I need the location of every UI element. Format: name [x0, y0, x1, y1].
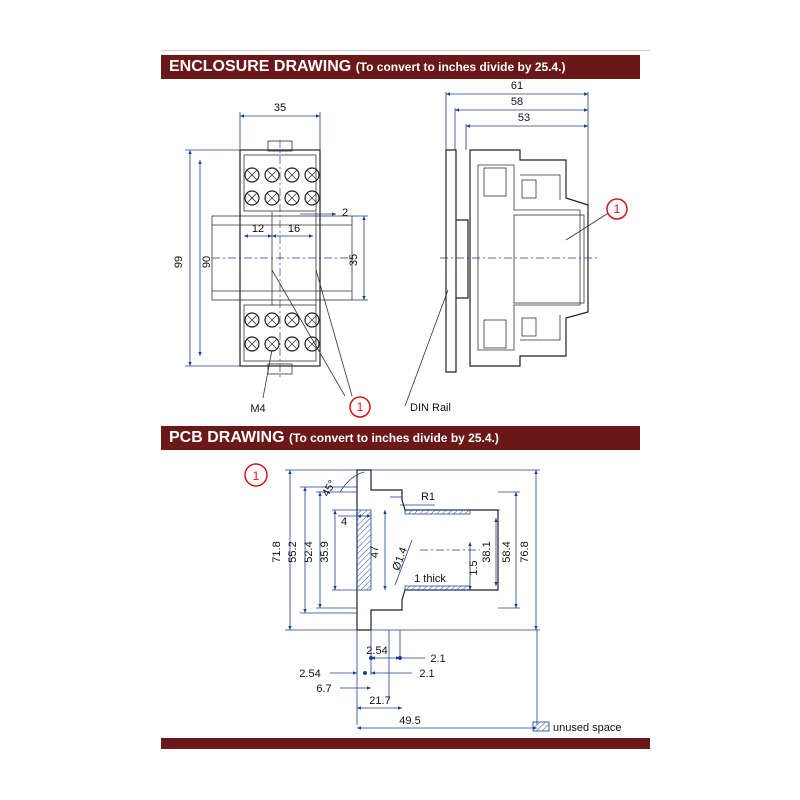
dim-52-4: 52.4 — [303, 541, 315, 562]
dim-pitch-16: 16 — [288, 223, 300, 235]
dim-2-1-top: 2.1 — [430, 653, 445, 665]
dim-rail-35: 35 — [348, 254, 360, 266]
enclosure-title: ENCLOSURE DRAWING — [169, 58, 352, 75]
dim-55-2: 55.2 — [287, 541, 299, 562]
dim-r1: R1 — [421, 491, 435, 503]
enclosure-front-view: 35 99 90 35 12 16 2 M4 — [173, 102, 368, 415]
dim-47: 47 — [369, 546, 381, 558]
dim-1-5: 1.5 — [468, 560, 480, 575]
dim-height-99: 99 — [173, 256, 185, 268]
pcb-section-header: PCB DRAWING (To convert to inches divide… — [161, 426, 640, 450]
pcb-callout-1: 1 — [244, 463, 268, 487]
dim-hole-1-4: Ø1.4 — [390, 546, 409, 573]
terminal-screws-top — [244, 167, 320, 206]
screw-label-m4: M4 — [250, 403, 265, 415]
dim-gap-2: 2 — [342, 207, 348, 219]
label-thickness: 1 thick — [414, 573, 446, 585]
dim-width-35: 35 — [274, 102, 286, 114]
dim-4: 4 — [341, 516, 347, 528]
dim-21-7: 21.7 — [369, 695, 390, 707]
pcb-subtitle: (To convert to inches divide by 25.4.) — [289, 431, 499, 445]
pcb-title: PCB DRAWING — [169, 429, 285, 446]
top-rule — [161, 50, 650, 51]
enclosure-callout-1: 1 — [349, 396, 371, 418]
dim-6-7: 6.7 — [316, 683, 331, 695]
svg-text:1: 1 — [357, 400, 364, 414]
svg-text:1: 1 — [253, 469, 260, 483]
pcb-outline — [356, 469, 499, 631]
dim-76-8: 76.8 — [519, 541, 531, 562]
legend-unused-space: unused space — [532, 721, 622, 734]
dim-pitch-12: 12 — [252, 223, 264, 235]
din-rail-label: DIN Rail — [410, 402, 451, 414]
enclosure-section-header: ENCLOSURE DRAWING (To convert to inches … — [161, 55, 640, 79]
dim-depth-53: 53 — [518, 112, 530, 124]
dim-38-1: 38.1 — [481, 541, 493, 562]
legend-hatch-swatch — [532, 721, 550, 732]
socket-side-outline — [469, 149, 589, 367]
dim-71-8: 71.8 — [271, 541, 283, 562]
terminal-screws-bottom — [244, 312, 320, 352]
svg-text:1: 1 — [614, 202, 621, 216]
enclosure-subtitle: (To convert to inches divide by 25.4.) — [355, 60, 566, 74]
dim-2-54-left: 2.54 — [299, 668, 320, 680]
dim-58-4: 58.4 — [501, 541, 513, 562]
dim-35-9: 35.9 — [319, 541, 331, 562]
dim-49-5: 49.5 — [399, 715, 420, 727]
dim-angle-45: 45° — [320, 478, 339, 498]
pcb-footprint: 71.8 55.2 52.4 35.9 47 4 45° R1 Ø1.4 1 t… — [271, 469, 540, 730]
legend-label: unused space — [553, 722, 622, 734]
dim-2-54-top: 2.54 — [366, 645, 387, 657]
enclosure-side-view: 61 58 53 DIN Rail — [404, 80, 611, 414]
dim-height-90: 90 — [201, 256, 213, 268]
relay-body-side — [513, 214, 585, 304]
dim-depth-58: 58 — [511, 96, 523, 108]
dim-2-1-right: 2.1 — [419, 668, 434, 680]
side-view-callout-1: 1 — [606, 198, 628, 220]
dim-depth-61: 61 — [511, 80, 523, 92]
bottom-bar — [161, 738, 650, 749]
